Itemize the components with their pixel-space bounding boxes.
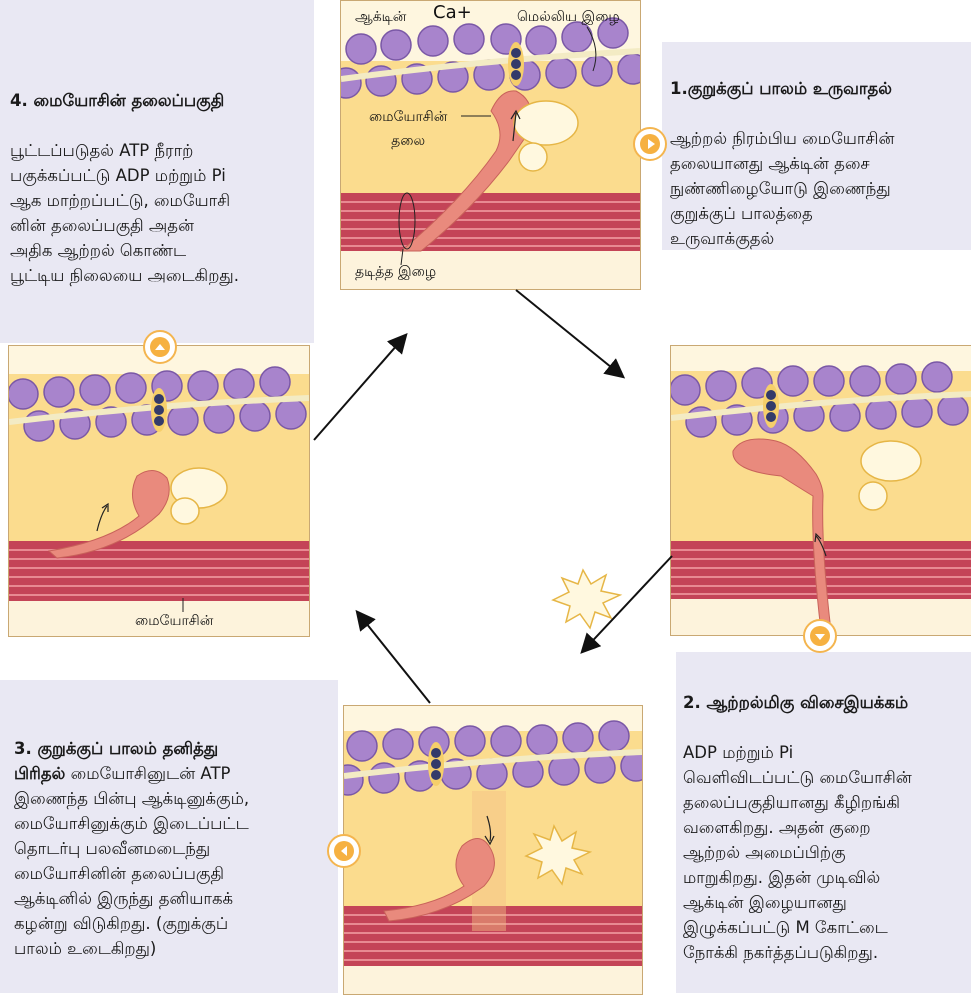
arrow-step4-to-step1 xyxy=(314,336,405,440)
chevron-left-icon[interactable] xyxy=(327,834,361,868)
label-myosin: மையோசின் xyxy=(135,612,213,630)
step4-text: 4. மையோசின் தலைப்பகுதி பூட்டப்படுதல் ATP… xyxy=(10,63,310,288)
arrow-step3-to-step4 xyxy=(358,613,430,703)
step1-text: 1.குறுக்குப் பாலம் உருவாதல் ஆற்றல் நிரம்… xyxy=(670,51,970,251)
label-thin-filament: மெல்லிய இழை xyxy=(517,8,620,26)
panel-bottom-illustration xyxy=(344,706,642,994)
chevron-down-icon[interactable] xyxy=(803,619,837,653)
label-thick-filament: தடித்த இழை xyxy=(355,263,436,281)
panel-bottom xyxy=(343,705,643,995)
arrow-step1-to-step2 xyxy=(516,290,622,376)
step3-text: 3. குறுக்குப் பாலம் தனித்து பிரிதல் மையோ… xyxy=(14,711,336,961)
label-myosin-head: மையோசின் தலை xyxy=(369,105,447,153)
chevron-up-icon[interactable] xyxy=(143,330,177,364)
step2-text: 2. ஆற்றல்மிகு விசைஇயக்கம் ADP மற்றும் Pi… xyxy=(683,665,971,965)
play-right-icon[interactable] xyxy=(633,127,667,161)
step3-body: மையோசினுடன் ATP இணைந்த பின்பு ஆக்டினுக்க… xyxy=(14,764,249,958)
step2-title: 2. ஆற்றல்மிகு விசைஇயக்கம் xyxy=(683,693,908,712)
panel-top: ஆக்டின் Ca+ மெல்லிய இழை மையோசின் தலை தடி… xyxy=(340,0,641,290)
step1-title: 1.குறுக்குப் பாலம் உருவாதல் xyxy=(670,79,892,98)
panel-right-illustration xyxy=(671,346,971,635)
step2-body: ADP மற்றும் Pi வெளிவிடப்பட்டு மையோசின் த… xyxy=(683,743,912,962)
label-actin: ஆக்டின் xyxy=(355,8,406,26)
step4-body: பூட்டப்படுதல் ATP நீராற் பகுக்கப்பட்டு A… xyxy=(10,141,239,285)
label-calcium: Ca+ xyxy=(433,4,472,22)
step4-title: 4. மையோசின் தலைப்பகுதி xyxy=(10,91,224,110)
panel-right xyxy=(670,345,971,636)
arrow-step2-to-step3 xyxy=(583,556,672,651)
step1-body: ஆற்றல் நிரம்பிய மையோசின் தலையானது ஆக்டின… xyxy=(670,129,894,248)
panel-left: மையோசின் xyxy=(8,345,310,637)
panel-left-illustration xyxy=(9,346,309,636)
